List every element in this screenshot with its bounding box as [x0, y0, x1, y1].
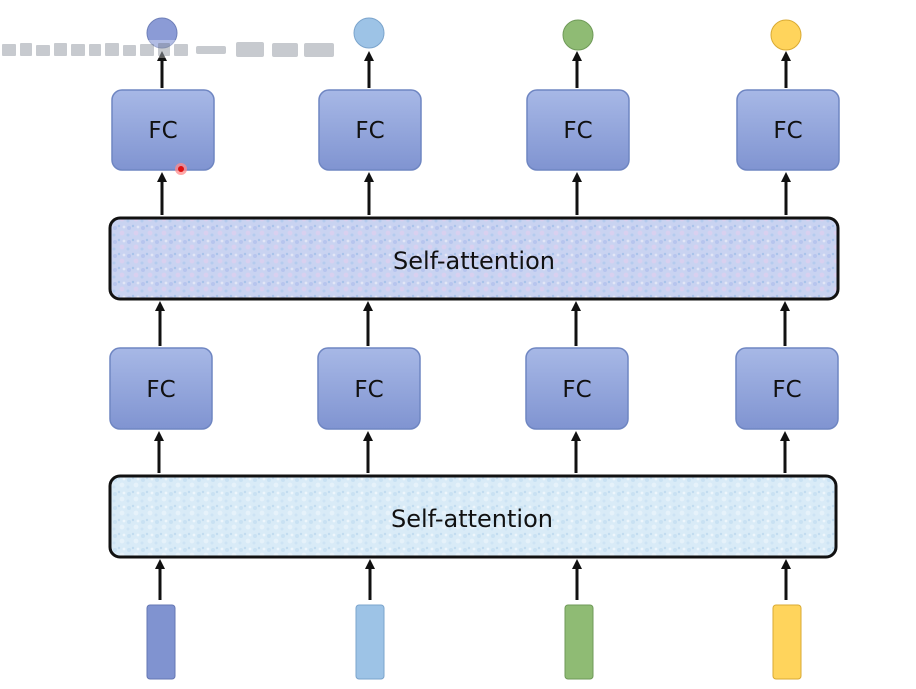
fc-label: FC: [354, 377, 383, 403]
fc-label: FC: [773, 118, 802, 144]
fc-box: FC: [526, 89, 630, 171]
fc-label: FC: [146, 377, 175, 403]
fc-box: FC: [109, 347, 213, 430]
output-circles: [146, 17, 802, 51]
fc-box: FC: [736, 89, 840, 171]
cursor-dot-icon: [175, 163, 187, 175]
input-vector-4: [772, 604, 802, 680]
input-vector-1: [146, 604, 176, 680]
fc-row-top: FC FC FC FC: [111, 89, 840, 171]
watermark-overlay: [0, 40, 340, 58]
fc-box: FC: [111, 89, 215, 171]
arrows-fc-to-output: [157, 51, 791, 88]
fc-label: FC: [562, 377, 591, 403]
fc-label: FC: [563, 118, 592, 144]
input-vectors: [146, 604, 802, 680]
self-attention-label: Self-attention: [391, 505, 553, 533]
input-vector-3: [564, 604, 594, 680]
fc-box: FC: [318, 89, 422, 171]
fc-row-bottom: FC FC FC FC: [109, 347, 839, 430]
fc-label: FC: [355, 118, 384, 144]
fc-label: FC: [772, 377, 801, 403]
arrows-input-to-sa: [155, 559, 791, 600]
self-attention-bottom-block: Self-attention: [108, 474, 838, 559]
fc-box: FC: [735, 347, 839, 430]
self-attention-top-block: Self-attention: [108, 216, 840, 301]
output-circle-2: [353, 17, 385, 49]
self-attention-label: Self-attention: [393, 247, 555, 275]
output-circle-4: [770, 19, 802, 51]
fc-box: FC: [317, 347, 421, 430]
fc-label: FC: [148, 118, 177, 144]
input-vector-2: [355, 604, 385, 680]
arrows-fc-to-sa-top: [155, 301, 790, 346]
output-circle-3: [562, 19, 594, 51]
arrows-sa-to-fc-bottom: [154, 431, 790, 473]
fc-box: FC: [525, 347, 629, 430]
arrows-sa-to-fc-top: [157, 172, 791, 215]
